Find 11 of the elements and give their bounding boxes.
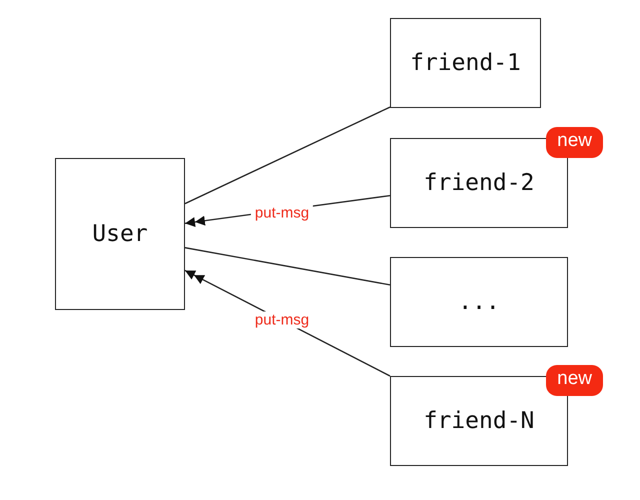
process-box	[390, 18, 541, 108]
box-label: friend-N	[424, 408, 534, 434]
box-label: friend-2	[424, 170, 534, 196]
edge-label: put-msg	[250, 204, 314, 222]
process-box	[55, 158, 185, 310]
status-badge: new	[546, 127, 603, 158]
status-badge: new	[546, 365, 603, 396]
process-box	[390, 257, 568, 347]
box-label: User	[92, 221, 148, 247]
box-label: ...	[458, 289, 500, 315]
box-label: friend-1	[410, 50, 521, 76]
